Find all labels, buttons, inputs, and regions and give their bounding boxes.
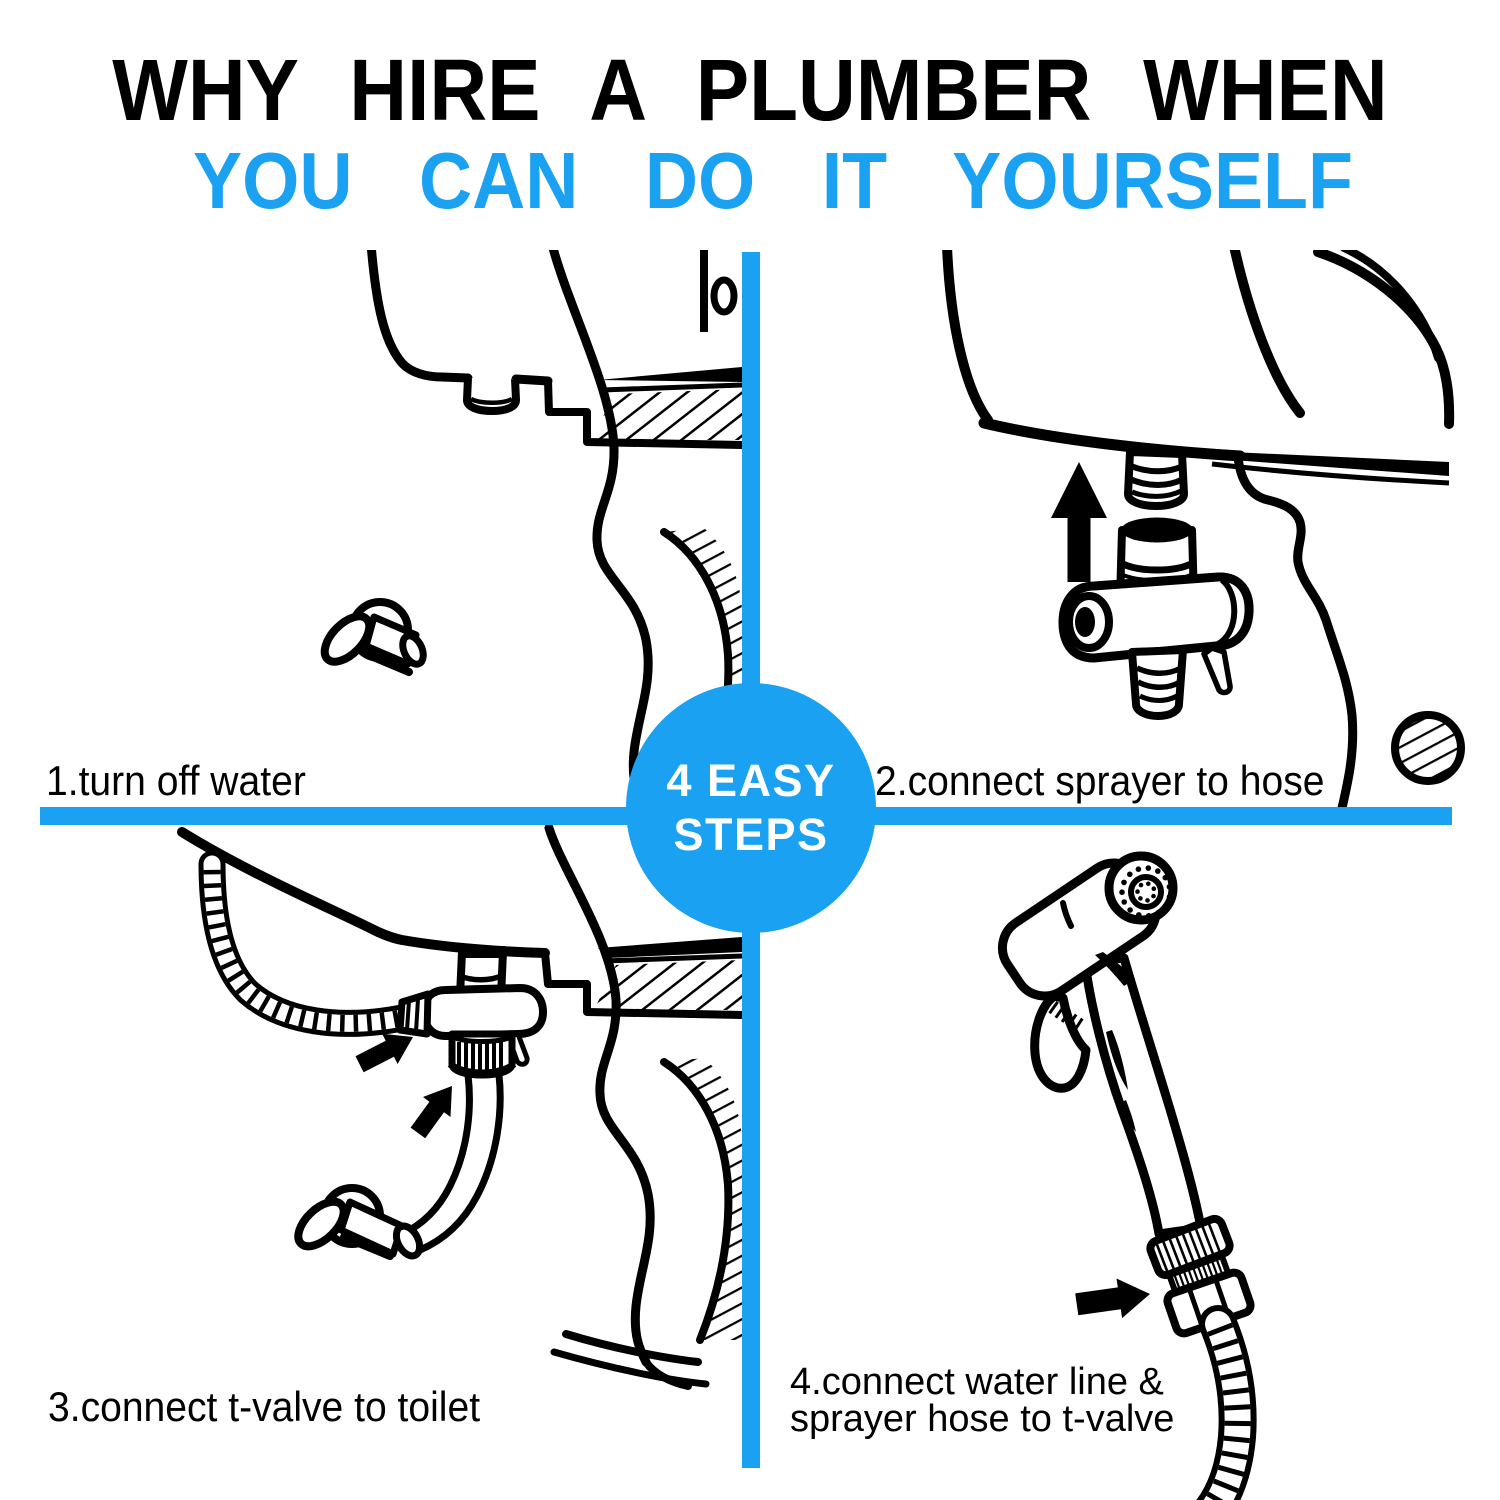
sprayer-handle-slits [1106, 1030, 1136, 1132]
seat-hinge-detail [700, 250, 738, 332]
sprayer-trigger-ring [1030, 991, 1091, 1093]
toilet-seat-lid [1188, 250, 1455, 486]
t-valve-installed-icon [396, 946, 547, 1079]
title-line-2: YOU CAN DO IT YOURSELF [193, 136, 1353, 225]
illustration-step-1 [320, 250, 742, 807]
sprayer-hose-icon [1196, 1305, 1257, 1500]
badge-line-2: STEPS [673, 809, 829, 860]
step-4-label-line-2: sprayer hose to t-valve [790, 1398, 1175, 1440]
sprayer-handle [1080, 953, 1206, 1239]
toilet-seat-edge [592, 367, 742, 440]
water-supply-line [398, 1071, 504, 1254]
step-4-label: 4.connect water line & sprayer hose to t… [790, 1361, 1175, 1440]
step-1-label: 1.turn off water [46, 757, 306, 804]
t-valve-icon [1058, 517, 1254, 720]
title-line-1: WHY HIRE A PLUMBER WHEN [112, 42, 1388, 139]
illustration-step-2 [942, 250, 1465, 807]
sprayer-neck-hatch [1042, 996, 1084, 1032]
toilet-tank-underside [942, 250, 1305, 462]
illustration-step-3 [177, 825, 742, 1390]
arrow-to-supply-icon [410, 1086, 452, 1139]
badge-line-1: 4 EASY [666, 755, 836, 806]
sprayer-nozzle-face [1104, 851, 1178, 925]
water-shutoff-valve-icon [320, 598, 427, 676]
toilet-bowl-profile [544, 825, 742, 1390]
arrow-to-connection-icon [1075, 1278, 1150, 1319]
toilet-tank-outline [367, 250, 742, 449]
toilet-bowl-right-profile [1233, 451, 1465, 807]
arrow-to-hose-icon [355, 1033, 413, 1073]
step-3-label: 3.connect t-valve to toilet [48, 1383, 481, 1430]
steps-badge: 4 EASY STEPS [626, 683, 876, 933]
braided-hose-icon [198, 850, 416, 1037]
illustration-step-4 [997, 851, 1257, 1500]
toilet-seat-edge [594, 937, 742, 1010]
up-arrow-icon [1051, 462, 1107, 582]
tank-inlet-thread [1124, 448, 1188, 510]
step-4-label-line-1: 4.connect water line & [790, 1361, 1164, 1403]
step-2-label: 2.connect sprayer to hose [875, 757, 1325, 804]
water-shutoff-valve-icon [294, 1184, 424, 1260]
